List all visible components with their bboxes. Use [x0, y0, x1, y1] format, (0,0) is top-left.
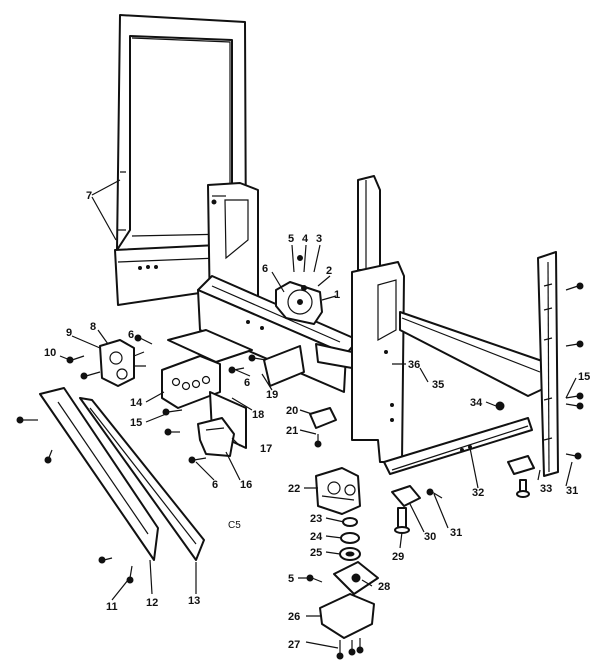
callout-8: 8 [90, 321, 96, 333]
callout-6-motor: 6 [262, 263, 268, 275]
callout-15-left: 15 [130, 417, 142, 429]
callout-20: 20 [286, 405, 298, 417]
callout-34: 34 [470, 397, 483, 409]
callout-15-right: 15 [578, 371, 590, 383]
callout-4: 4 [302, 233, 309, 245]
part-1-motor [275, 281, 323, 325]
part-28-base-plate [333, 561, 379, 595]
callout-28: 28 [378, 581, 390, 593]
part-14-terminal-block [161, 355, 221, 409]
callout-26: 26 [288, 611, 300, 623]
callout-9: 9 [66, 327, 72, 339]
part-36-side-panel [351, 261, 405, 463]
part-18-plate [167, 329, 253, 363]
callout-2: 2 [326, 265, 332, 277]
part-31-bracket-right [507, 455, 535, 498]
callout-18: 18 [252, 409, 264, 421]
callout-31-bottom: 31 [450, 527, 462, 539]
part-16-switch [197, 417, 235, 457]
callout-22: 22 [288, 483, 300, 495]
callout-30: 30 [424, 531, 436, 543]
callout-25: 25 [310, 547, 322, 559]
callout-5: 5 [288, 233, 294, 245]
part-33-vertical-channel [537, 251, 559, 477]
center-cross-member [197, 275, 359, 393]
callout-3: 3 [316, 233, 322, 245]
callout-10: 10 [44, 347, 56, 359]
part-26-mount [319, 593, 375, 639]
callout-6-valve: 6 [128, 329, 134, 341]
callout-7: 7 [86, 190, 92, 202]
callout-1: 1 [334, 289, 340, 301]
callout-5-base: 5 [288, 573, 294, 585]
callout-6-terminal: 6 [244, 377, 250, 389]
callout-labels: 7 5 4 3 2 6 1 9 8 6 10 14 15 6 19 18 17 … [44, 190, 590, 651]
callout-14: 14 [130, 397, 143, 409]
callout-23: 23 [310, 513, 322, 525]
part-13-side-rail [79, 397, 205, 561]
part-29-leveling-foot [394, 507, 410, 534]
callout-36: 36 [408, 359, 420, 371]
part-20-clip [309, 407, 337, 429]
part-22-pump [315, 467, 361, 515]
callout-21: 21 [286, 425, 298, 437]
callout-17: 17 [260, 443, 272, 455]
callout-35: 35 [432, 379, 444, 391]
part-19-bracket [263, 343, 353, 387]
callout-12: 12 [146, 597, 158, 609]
rear-post [357, 175, 381, 271]
leader-lines [59, 179, 577, 649]
callout-13: 13 [188, 595, 200, 607]
callout-11: 11 [106, 601, 118, 613]
callout-19: 19 [266, 389, 278, 401]
part-30-bracket [391, 485, 421, 507]
screws [16, 255, 584, 660]
part-12-side-rail [39, 387, 159, 561]
callout-6-switch: 6 [212, 479, 218, 491]
callout-16: 16 [240, 479, 252, 491]
part-23-24-25-seals [339, 517, 361, 561]
callout-27: 27 [288, 639, 300, 651]
callout-33: 33 [540, 483, 552, 495]
callout-31-right: 31 [566, 485, 578, 497]
callout-32: 32 [472, 487, 484, 499]
callout-24: 24 [310, 531, 323, 543]
part-35-rear-crossbar [399, 311, 546, 397]
callout-29: 29 [392, 551, 404, 563]
part-32-bottom-rail [383, 417, 533, 475]
drawing-code-label: C5 [228, 520, 241, 531]
part-8-valve [99, 339, 146, 387]
